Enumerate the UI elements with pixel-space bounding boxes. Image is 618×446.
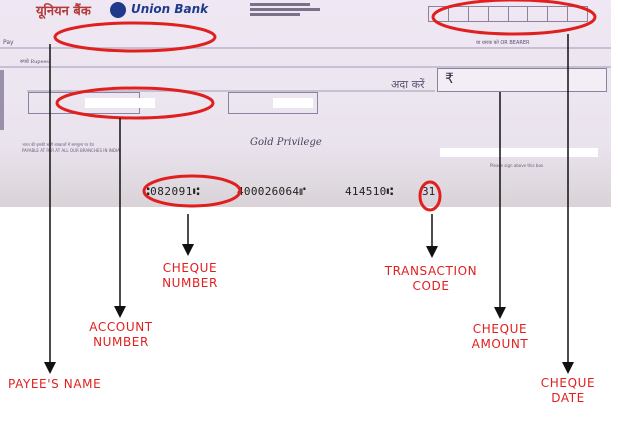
bank-name: Union Bank xyxy=(131,2,209,16)
bearer-label: या धारक को OR BEARER xyxy=(476,40,530,46)
payable-text-hindi: भारत की इसकी सभी शाखाओं में सममूल्य पर द… xyxy=(22,142,94,147)
bank-logo-icon xyxy=(110,2,126,18)
account-number-field xyxy=(85,98,155,108)
cheque-no-box xyxy=(228,92,318,114)
rupees-label: रुपये Rupees xyxy=(20,59,49,65)
payee-name-label: PAYEE'S NAME xyxy=(8,377,102,391)
date-boxes xyxy=(428,6,588,22)
signature-field xyxy=(440,148,598,157)
micr-account: 414510⑆ xyxy=(345,185,394,198)
cheque-no-field xyxy=(273,98,313,108)
product-name: Gold Privilege xyxy=(250,137,322,148)
branch-address xyxy=(250,3,320,16)
signature-caption: Please sign above this box xyxy=(490,163,544,168)
pay-rs-label: अदा करें xyxy=(391,78,425,91)
rupee-symbol: ₹ xyxy=(445,71,454,87)
cheque-image: यूनियन बैंक Union Bank Pay या धारक को OR… xyxy=(0,0,611,207)
micr-code: 400026064⑈ xyxy=(237,185,307,198)
amount-box: ₹ xyxy=(437,68,607,92)
payable-text: PAYABLE AT PAR AT ALL OUR BRANCHES IN IN… xyxy=(22,148,120,153)
side-text xyxy=(0,70,4,130)
micr-transaction: 31 xyxy=(422,185,436,198)
pay-label: Pay xyxy=(3,39,14,46)
bank-name-hindi: यूनियन बैंक xyxy=(36,4,91,19)
micr-cheque-number: ⑆082091⑆ xyxy=(143,185,200,198)
